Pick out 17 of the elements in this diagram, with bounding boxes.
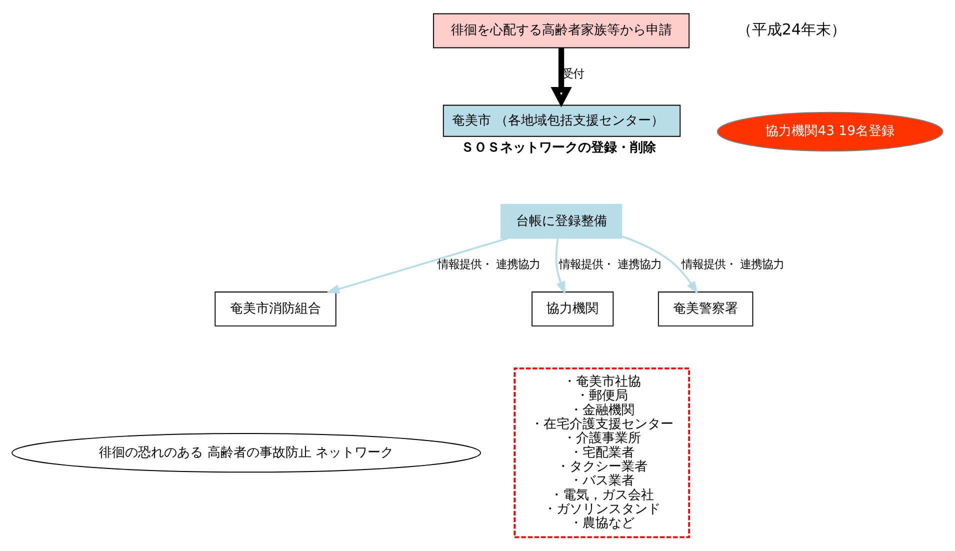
node-label: ＳＯＳネットワークの登録・削除 [460, 140, 656, 156]
edge-label: 情報提供・ 連携協力 [437, 258, 540, 272]
edge-label: 情報提供・ 連携協力 [559, 258, 662, 272]
node-box: 奄美市消防組合 [214, 292, 336, 326]
label: （平成24年末） [736, 20, 846, 38]
node-ellipse: 徘徊の恐れのある 高齢者の事故防止 ネットワーク [12, 433, 482, 473]
node-ellipse: 協力機関43 19名登録 [716, 112, 944, 152]
node-box: 奄美警察署 [658, 292, 754, 326]
arrow [550, 48, 572, 108]
node-box: ・奄美市社協 ・郵便局 ・金融機関 ・在宅介護支援センター ・介護事業所 ・宅配業者 ・タクシー業者 ・バス業者 ・電気，ガス会社 ・ガソリンスタンド ・農協など [514, 367, 690, 538]
arrow [555, 238, 566, 295]
node-box: 徘徊を心配する高齢者家族等から申請 [433, 13, 690, 48]
arrow [621, 235, 698, 294]
arrow [326, 237, 508, 294]
edge-label: 情報提供・ 連携協力 [682, 258, 784, 272]
node-box: 台帳に登録整備 [500, 204, 622, 239]
node-box: 協力機関 [532, 292, 614, 326]
